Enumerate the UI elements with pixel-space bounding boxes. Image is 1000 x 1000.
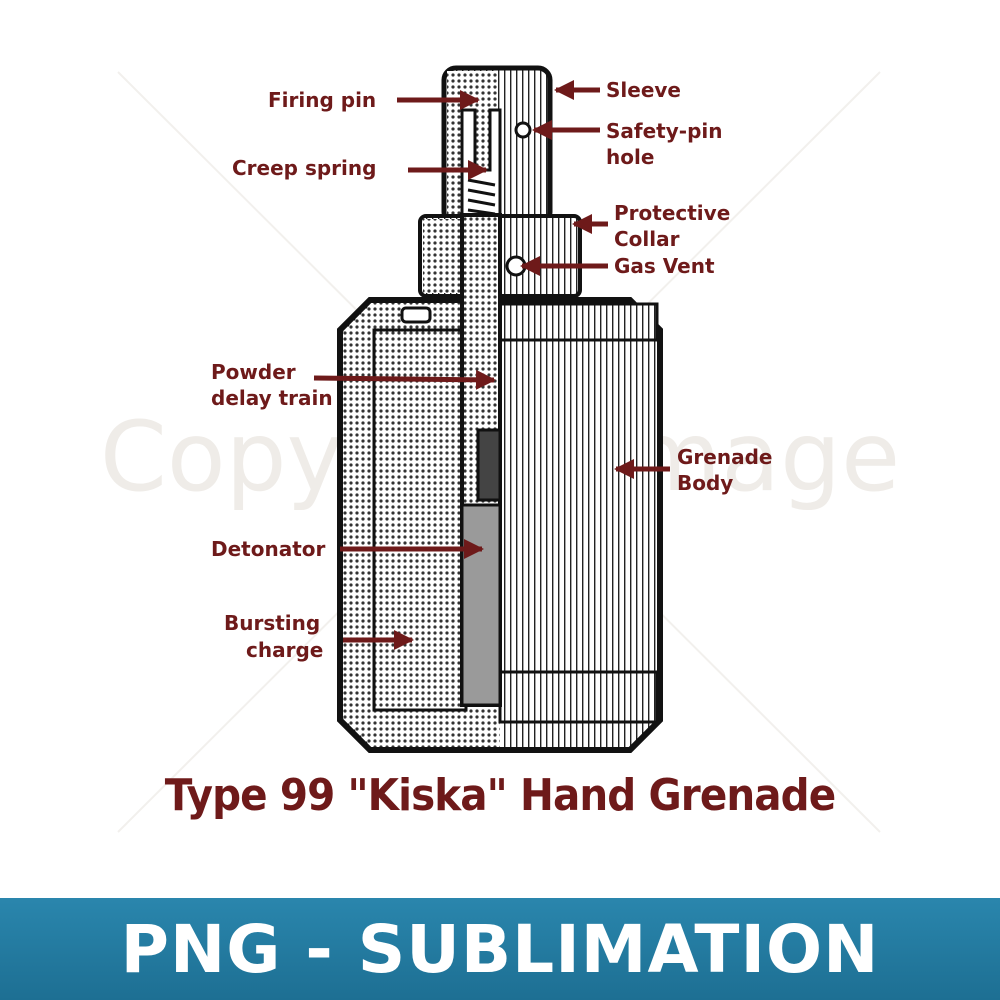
diagram-title: Type 99 "Kiska" Hand Grenade bbox=[164, 770, 836, 821]
label-creep-spring: Creep spring bbox=[232, 156, 376, 180]
label-detonator: Detonator bbox=[211, 537, 326, 561]
label-protective-collar-line1: Protective bbox=[614, 201, 730, 225]
banner-text: PNG - SUBLIMATION bbox=[120, 910, 880, 988]
label-powder-delay-line1: Powder bbox=[211, 360, 296, 384]
png-sublimation-banner: PNG - SUBLIMATION bbox=[0, 898, 1000, 1000]
label-grenade-body-line2: Body bbox=[677, 471, 733, 495]
label-powder-delay-line2: delay train bbox=[211, 386, 333, 410]
label-protective-collar-line2: Collar bbox=[614, 227, 680, 251]
label-bursting-charge-line1: Bursting bbox=[224, 611, 320, 635]
label-firing-pin: Firing pin bbox=[268, 88, 376, 112]
delay-train-part bbox=[460, 213, 502, 707]
label-bursting-charge-line2: charge bbox=[246, 638, 323, 662]
leader-powder-delay bbox=[313, 369, 496, 390]
label-grenade-body-line1: Grenade bbox=[677, 445, 772, 469]
label-sleeve: Sleeve bbox=[606, 78, 681, 102]
grenade-diagram: Copyright Image Firing pin Creep spring … bbox=[100, 65, 900, 833]
label-gas-vent: Gas Vent bbox=[614, 254, 715, 278]
label-safety-pin-hole-line2: hole bbox=[606, 145, 654, 169]
label-safety-pin-hole-line1: Safety-pin bbox=[606, 119, 722, 143]
